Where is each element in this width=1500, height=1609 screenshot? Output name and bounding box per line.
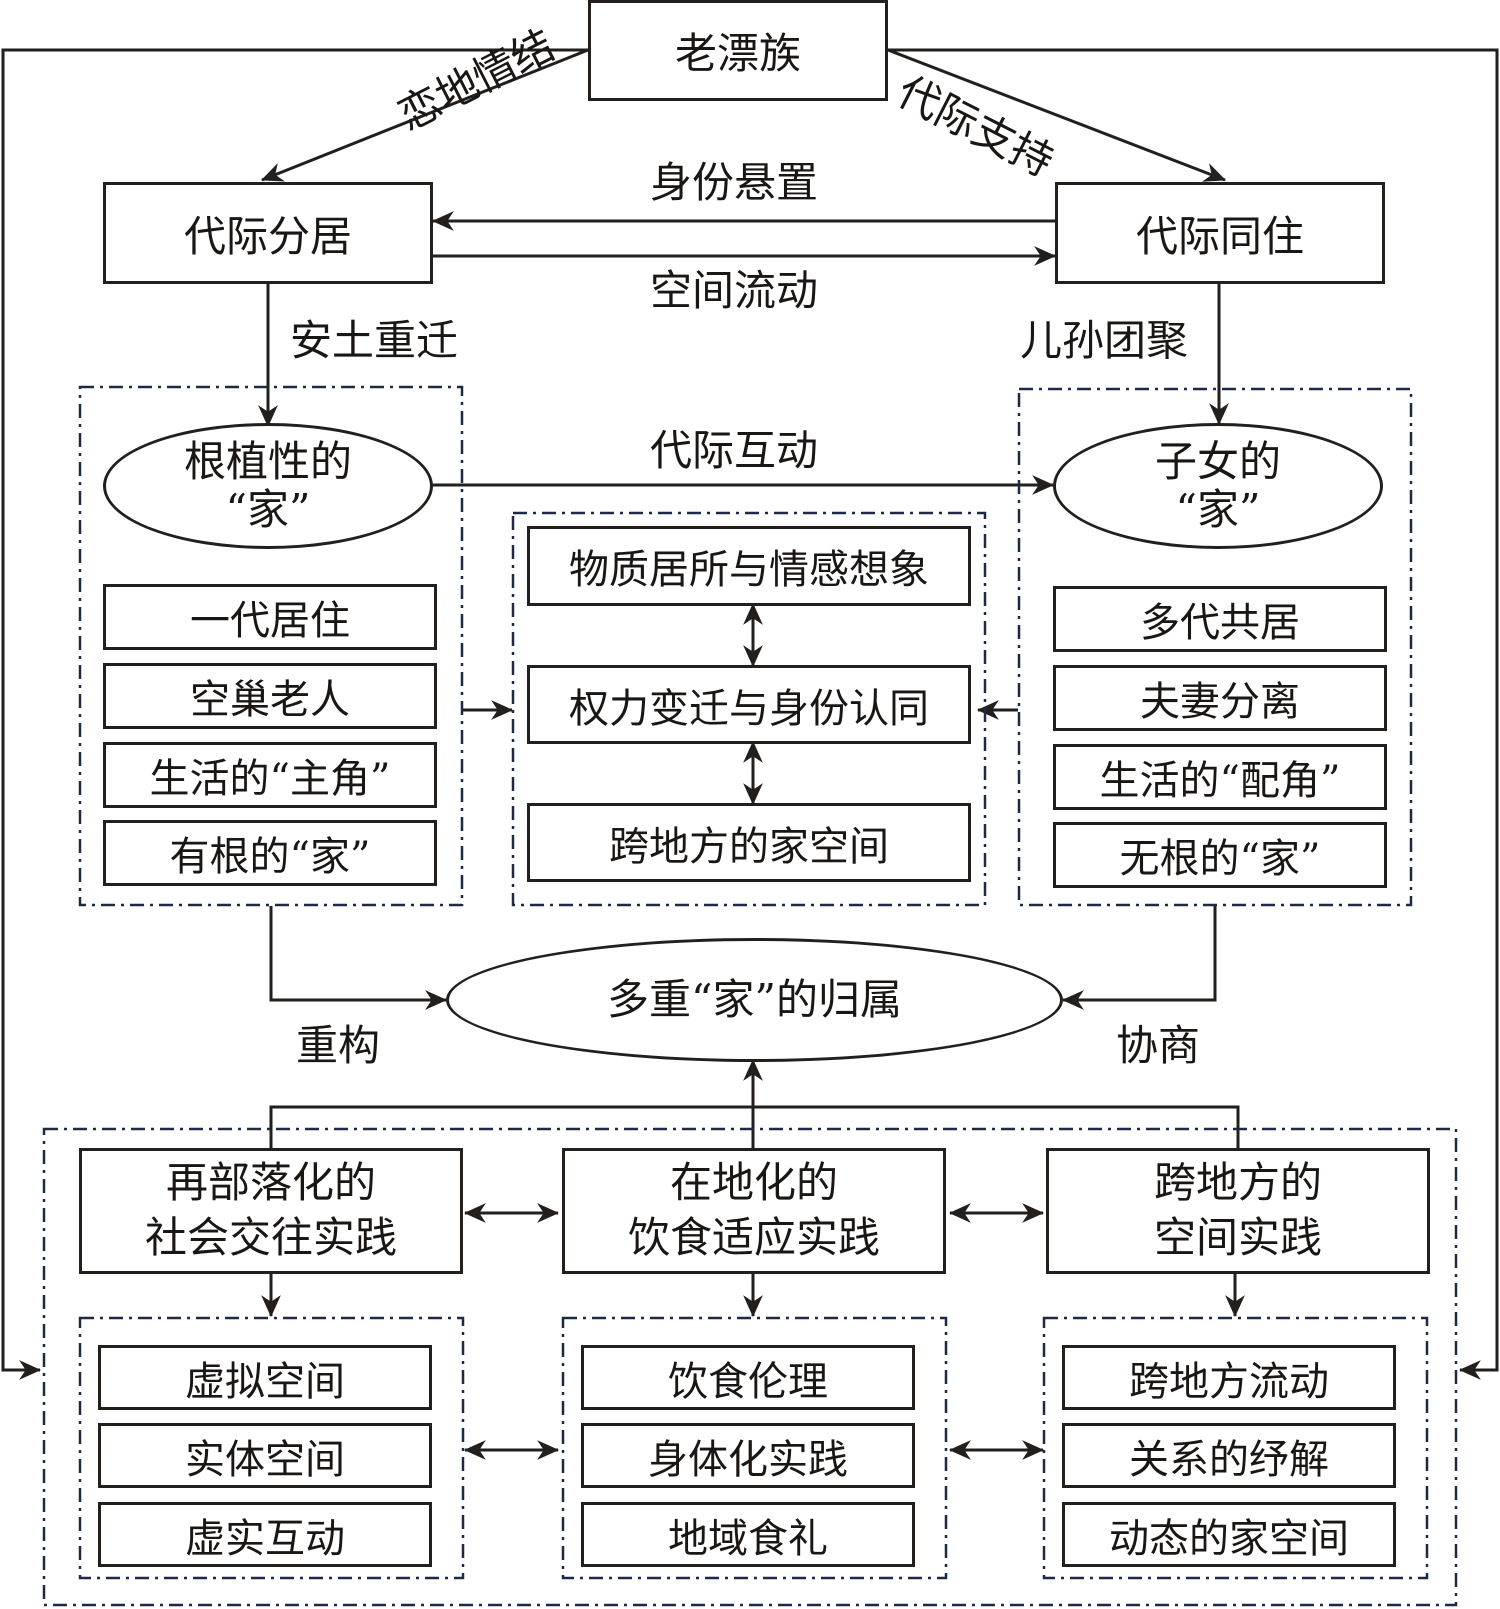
edge-label-intergenerational-interaction: 代际互动: [650, 426, 819, 475]
practice-3-item: 动态的家空间: [1062, 1502, 1396, 1567]
children-home-line2: “家”: [1175, 485, 1261, 534]
practice-3-item: 跨地方流动: [1062, 1345, 1396, 1410]
left-item: 生活的“主角”: [103, 742, 437, 808]
edge-label-reconstruct: 重构: [296, 1021, 381, 1070]
title-text: 老漂族: [674, 29, 801, 78]
children-home-line1: 子女的: [1154, 436, 1281, 486]
edge-label-spatial-mobility: 空间流动: [650, 266, 819, 315]
belonging-text: 多重“家”的归属: [607, 974, 902, 1024]
center-item: 跨地方的家空间: [527, 803, 971, 882]
right-branch-label: 代际同住: [1135, 211, 1304, 261]
rooted-home-line2: “家”: [225, 485, 311, 534]
right-group-frame: [1017, 387, 1413, 907]
sub-group-1-frame: [78, 1316, 465, 1580]
practices-frame: [42, 1127, 1458, 1607]
outer-right-connector: [888, 48, 1499, 1380]
practice-2-item: 地域食礼: [581, 1502, 915, 1567]
rooted-home-ellipse: 根植性的 “家”: [103, 423, 433, 549]
right-item: 多代共居: [1053, 586, 1387, 652]
right-item: 无根的“家”: [1053, 822, 1387, 888]
arrow-reconstruct: [269, 906, 448, 1010]
arrow-to-left-branch: [260, 48, 589, 182]
center-item: 物质居所与情感想象: [527, 526, 971, 606]
center-group-frame: [511, 511, 987, 907]
sub-group-3-frame: [1042, 1316, 1429, 1580]
edge-label-attached-to-land: 安土重迁: [290, 316, 459, 365]
arrow-negotiate: [1061, 906, 1217, 1010]
left-branch-box: 代际分居: [103, 182, 433, 284]
sub-group-2-frame: [561, 1316, 948, 1580]
left-branch-label: 代际分居: [183, 211, 352, 261]
practice-3-item: 关系的纾解: [1062, 1423, 1396, 1488]
left-item: 一代居住: [103, 584, 437, 650]
practice-1-item: 虚实互动: [98, 1502, 432, 1567]
practice-2-item: 饮食伦理: [581, 1345, 915, 1410]
multiple-home-belonging-ellipse: 多重“家”的归属: [446, 938, 1063, 1062]
outer-left-connector: [1, 48, 588, 1380]
left-item: 有根的“家”: [103, 820, 437, 886]
practice-box: 再部落化的 社会交往实践: [79, 1148, 463, 1274]
left-item: 空巢老人: [103, 663, 437, 729]
practice-1-item: 虚拟空间: [98, 1345, 432, 1410]
right-item: 生活的“配角”: [1053, 744, 1387, 810]
right-item: 夫妻分离: [1053, 665, 1387, 731]
edge-label-family-reunion: 儿孙团聚: [1020, 316, 1189, 365]
edge-label-negotiate: 协商: [1116, 1021, 1201, 1070]
title-box: 老漂族: [588, 0, 888, 101]
left-group-frame: [78, 385, 464, 907]
practice-box: 跨地方的 空间实践: [1046, 1148, 1430, 1274]
practice-1-item: 实体空间: [98, 1423, 432, 1488]
children-home-ellipse: 子女的 “家”: [1053, 423, 1383, 549]
right-branch-box: 代际同住: [1055, 182, 1385, 284]
practice-2-item: 身体化实践: [581, 1423, 915, 1488]
edge-label-identity-suspension: 身份悬置: [650, 158, 819, 207]
arrow-to-right-branch: [887, 48, 1227, 182]
center-item: 权力变迁与身份认同: [527, 665, 971, 744]
practice-box: 在地化的 饮食适应实践: [562, 1148, 946, 1274]
rooted-home-line1: 根植性的: [183, 436, 352, 486]
